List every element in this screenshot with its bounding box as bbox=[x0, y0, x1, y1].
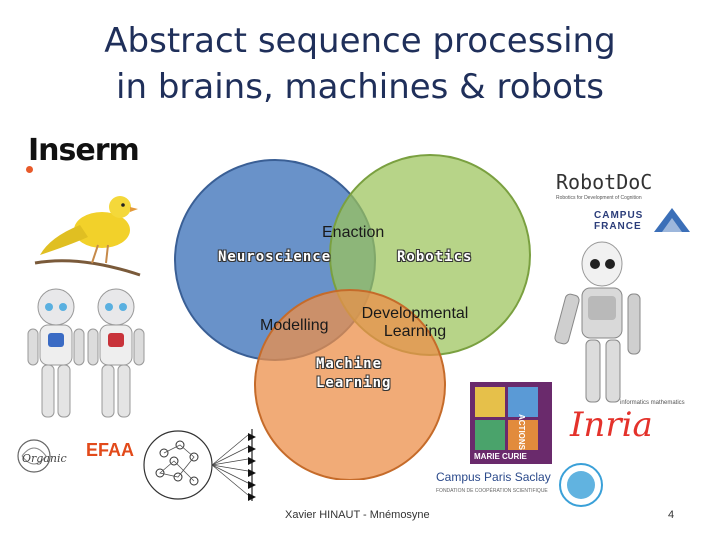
robotdoc-logo-subtitle: Robotics for Development of Cognition bbox=[556, 195, 642, 201]
venn-label-neuroscience: Neuroscience bbox=[218, 249, 332, 265]
nao-robots-image bbox=[27, 288, 145, 418]
slide-footer: Xavier HINAUT - Mnémosyne bbox=[285, 509, 430, 521]
inserm-logo-text: Inserm bbox=[28, 133, 140, 168]
title-line-1: Abstract sequence processing bbox=[104, 21, 616, 61]
inserm-logo: Inserm bbox=[28, 133, 140, 168]
venn-label-ml-learning: Learning bbox=[316, 375, 392, 391]
slide-title: Abstract sequence processing in brains, … bbox=[0, 18, 720, 110]
campus-france-icon bbox=[654, 208, 690, 232]
icub-robot-image bbox=[554, 241, 641, 403]
venn-circle-machine-learning bbox=[254, 289, 446, 480]
university-seal-logo bbox=[559, 463, 603, 507]
organic-logo bbox=[17, 439, 51, 473]
venn-label-developmental-learning: Developmental Learning bbox=[355, 305, 475, 341]
page-number: 4 bbox=[668, 509, 675, 521]
organic-logo-text: Organic bbox=[22, 452, 67, 465]
paris-saclay-logo: Campus Paris Saclay FONDATION DE COOPÉRA… bbox=[436, 470, 551, 494]
venn-label-enaction: Enaction bbox=[322, 224, 385, 241]
campus-france-logo: CAMPUS FRANCE bbox=[594, 210, 643, 232]
reservoir-network-image bbox=[143, 429, 256, 501]
inria-logo-text: Inria bbox=[570, 405, 653, 445]
paris-saclay-text: Campus Paris Saclay bbox=[436, 470, 551, 484]
title-line-2: in brains, machines & robots bbox=[116, 67, 604, 107]
venn-diagram bbox=[174, 154, 531, 480]
campus-france-text-2: FRANCE bbox=[594, 221, 642, 232]
venn-label-robotics: Robotics bbox=[397, 249, 473, 265]
efaa-logo-text: EFAA bbox=[86, 440, 135, 460]
marie-curie-portrait-3 bbox=[475, 420, 505, 450]
marie-curie-actions-text: ACTIONS bbox=[517, 414, 526, 450]
venn-label-modelling: Modelling bbox=[260, 317, 329, 334]
venn-label-machine: Machine bbox=[316, 356, 383, 372]
canary-image bbox=[34, 196, 141, 277]
venn-label-developmental: Developmental bbox=[361, 305, 469, 322]
marie-curie-portrait-1 bbox=[475, 387, 505, 417]
inria-logo: informatics mathematics Inria bbox=[570, 400, 685, 444]
efaa-logo: EFAA bbox=[86, 440, 135, 486]
inria-logo-subtitle: informatics mathematics bbox=[620, 400, 685, 406]
robotdoc-logo-text: RobotDoC bbox=[556, 170, 653, 194]
venn-label-machine-learning: Machine Learning bbox=[316, 355, 391, 393]
robotdoc-logo: RobotDoC Robotics for Development of Cog… bbox=[556, 170, 652, 201]
marie-curie-portrait-4 bbox=[508, 420, 538, 450]
marie-curie-portrait-2 bbox=[508, 387, 538, 417]
inserm-dot bbox=[26, 166, 33, 173]
marie-curie-text: MARIE CURIE bbox=[474, 452, 527, 461]
paris-saclay-subtitle: FONDATION DE COOPÉRATION SCIENTIFIQUE bbox=[436, 488, 548, 494]
venn-label-learning: Learning bbox=[383, 323, 447, 340]
campus-france-text-1: CAMPUS bbox=[594, 210, 644, 221]
marie-curie-logo: MARIE CURIE ACTIONS bbox=[470, 382, 552, 464]
